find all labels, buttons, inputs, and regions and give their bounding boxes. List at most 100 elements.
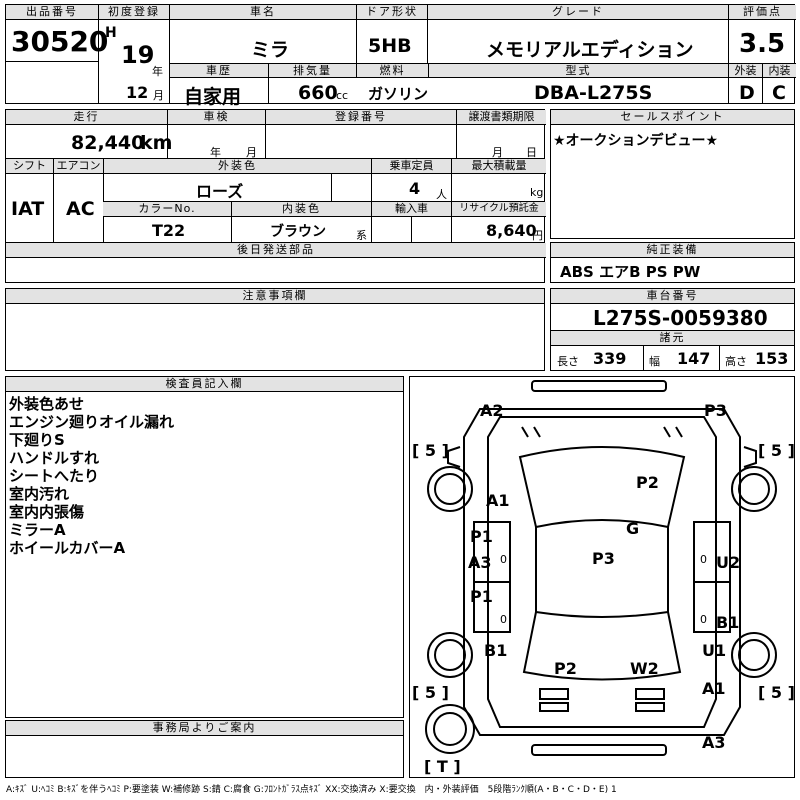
transfer-month-unit: 月 xyxy=(492,146,503,159)
length-label: 長さ xyxy=(557,355,579,368)
inspector-item: エンジン廻りオイル漏れ xyxy=(9,413,175,431)
equipment-box: 純正装備 ABS エアB PS PW xyxy=(550,242,795,283)
car-outline xyxy=(425,380,777,756)
score: 3.5 xyxy=(739,29,786,59)
grade: メモリアルエディション xyxy=(486,39,694,61)
max-load-label: 最大積載量 xyxy=(451,159,546,174)
zero-mark: 0 xyxy=(500,613,507,626)
month-unit: 月 xyxy=(153,89,164,102)
legend-text: A:ｷｽﾞ U:ﾍｺﾐ B:ｷｽﾞを伴うﾍｺﾐ P:要塗装 W:補修跡 S:錆 … xyxy=(6,785,617,795)
lot-label: 出品番号 xyxy=(6,5,98,20)
tire-front-left: [ 5 ] xyxy=(412,441,449,460)
tire-rear-left: [ 5 ] xyxy=(412,683,449,702)
damage-mark: B1 xyxy=(716,613,740,632)
color-no-label: カラーNo. xyxy=(103,202,231,217)
equipment-text: ABS エアB PS PW xyxy=(560,263,701,281)
mileage: 82,440 xyxy=(71,132,145,154)
aircon: AC xyxy=(66,198,95,220)
score-label: 評価点 xyxy=(729,5,796,20)
damage-mark: G xyxy=(626,519,640,538)
ext-color: ローズ xyxy=(196,182,244,201)
inspection-year-unit: 年 xyxy=(210,146,221,159)
exterior-grade: D xyxy=(739,82,755,104)
inspector-item: ホイールカバーA xyxy=(9,539,126,557)
recycle-label: リサイクル預託金 xyxy=(451,202,546,217)
damage-mark: A3 xyxy=(702,733,726,752)
equipment-label: 純正装備 xyxy=(551,243,794,258)
interior-grade: C xyxy=(772,82,786,104)
zero-mark: 0 xyxy=(700,613,707,626)
damage-mark: A1 xyxy=(486,491,510,510)
car-diagram: [ 5 ] [ 5 ] [ 5 ] [ 5 ] [ T ] A2 P3 A1 P… xyxy=(409,376,795,778)
inspector-item: 下廻りS xyxy=(9,431,65,449)
office-box: 事務局よりご案内 xyxy=(5,720,404,778)
recycle-fee: 8,640 xyxy=(486,221,537,240)
width-value: 147 xyxy=(677,349,711,368)
model-label: 型式 xyxy=(428,64,728,78)
damage-mark: P1 xyxy=(470,527,493,546)
damage-mark: A2 xyxy=(480,401,504,420)
reg-year: 19 xyxy=(121,41,155,69)
height-label: 高さ xyxy=(725,355,747,368)
chassis-label: 車台番号 xyxy=(551,289,794,304)
damage-mark: P3 xyxy=(592,549,615,568)
door-label: ドア形状 xyxy=(357,5,427,20)
sales-point-box: セールスポイント ★オークションデビュー★ xyxy=(550,109,795,239)
aircon-label: エアコン xyxy=(53,159,103,174)
damage-mark: A3 xyxy=(468,553,492,572)
fuel-label: 燃料 xyxy=(356,64,428,78)
damage-mark: W2 xyxy=(630,659,659,678)
capacity-label: 乗車定員 xyxy=(371,159,451,174)
damage-mark: B1 xyxy=(484,641,508,660)
transfer-label: 譲渡書類期限 xyxy=(456,110,546,125)
tire-front-right: [ 5 ] xyxy=(758,441,795,460)
mileage-unit: km xyxy=(140,132,173,154)
inspector-item: ミラーA xyxy=(9,521,66,539)
sales-point-text: ★オークションデビュー★ xyxy=(553,133,719,149)
ext-color-label: 外装色 xyxy=(103,159,371,174)
fuel: ガソリン xyxy=(368,85,429,103)
year-unit: 年 xyxy=(152,65,163,78)
damage-mark: U2 xyxy=(716,553,741,572)
vehicle-details-table: 走行 車検 登録番号 譲渡書類期限 82,440 km 年 月 月 日 シフト … xyxy=(5,109,546,283)
shift: IAT xyxy=(11,198,45,220)
capacity-unit: 人 xyxy=(436,188,447,201)
max-load-unit: kg xyxy=(530,186,544,199)
displacement: 660 xyxy=(298,82,338,104)
sales-point-label: セールスポイント xyxy=(551,110,794,125)
inspector-item: 室内汚れ xyxy=(9,485,70,503)
import-label: 輸入車 xyxy=(371,202,451,217)
door-type: 5HB xyxy=(368,35,412,57)
car-name-label: 車名 xyxy=(170,5,356,20)
later-parts-label: 後日発送部品 xyxy=(6,243,546,258)
inspector-item: シートへたり xyxy=(9,467,100,485)
zero-mark: 0 xyxy=(500,553,507,566)
header-table: 出品番号 30520 初度登録 H 19 年 12 月 車名 ミラ ドア形状 5… xyxy=(5,4,796,108)
first-reg-label: 初度登録 xyxy=(99,5,169,20)
capacity: 4 xyxy=(409,179,421,198)
notes-box: 注意事項欄 xyxy=(5,288,545,371)
inspection-label: 車検 xyxy=(167,110,265,125)
damage-mark: P3 xyxy=(704,401,727,420)
inspector-list: 外装色あせ エンジン廻りオイル漏れ 下廻りS ハンドルすれ シートへたり 室内汚… xyxy=(9,395,174,557)
tire-rear-right: [ 5 ] xyxy=(758,683,795,702)
width-label: 幅 xyxy=(649,355,660,368)
shift-label: シフト xyxy=(6,159,53,174)
displacement-unit: cc xyxy=(336,89,349,102)
damage-mark: A1 xyxy=(702,679,726,698)
recycle-unit: 円 xyxy=(532,229,543,242)
era: H xyxy=(105,25,117,41)
notes-label: 注意事項欄 xyxy=(6,289,544,304)
specs-label: 諸元 xyxy=(551,331,794,346)
grade-label: グレード xyxy=(428,5,728,20)
damage-mark: P1 xyxy=(470,587,493,606)
model-code: DBA-L275S xyxy=(534,82,653,104)
inspection-month-unit: 月 xyxy=(246,146,257,159)
inspector-item: 室内内張傷 xyxy=(9,503,85,521)
length-value: 339 xyxy=(593,349,627,368)
zero-mark: 0 xyxy=(700,553,707,566)
inspector-box: 検査員記入欄 外装色あせ エンジン廻りオイル漏れ 下廻りS ハンドルすれ シート… xyxy=(5,376,404,718)
history-label: 車歴 xyxy=(170,64,268,78)
chassis-number: L275S-0059380 xyxy=(593,306,768,330)
damage-mark: U1 xyxy=(702,641,727,660)
